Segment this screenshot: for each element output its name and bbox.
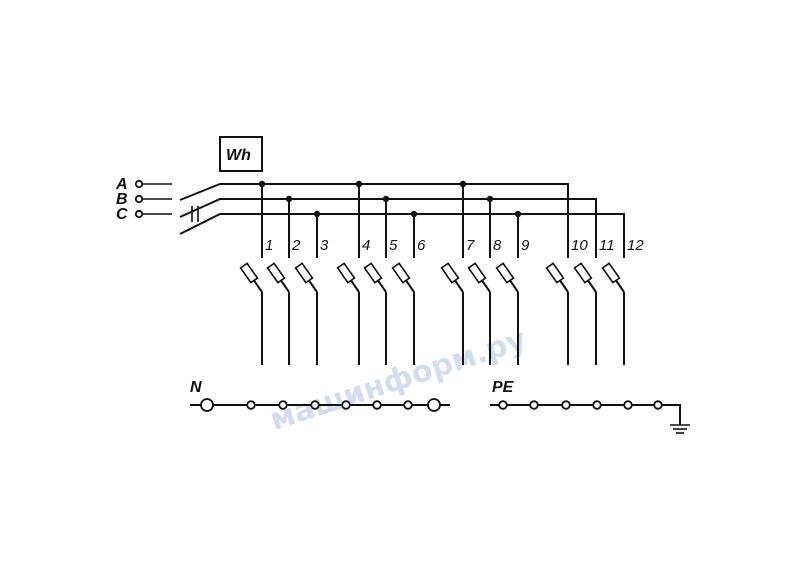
- breaker-9: [495, 262, 519, 293]
- phase-label-a: A: [115, 176, 128, 193]
- neutral-terminal: [200, 398, 214, 412]
- neutral-terminal: [372, 400, 382, 410]
- circuit-label-5: 5: [389, 237, 398, 254]
- pe-terminal: [561, 400, 571, 410]
- circuit-6: 6: [391, 210, 426, 365]
- pe-terminal: [529, 400, 539, 410]
- circuit-label-6: 6: [417, 237, 426, 254]
- circuit-3: 3: [294, 210, 329, 365]
- meter-box: Wh: [219, 136, 263, 172]
- pe-label: PE: [492, 379, 515, 396]
- breaker-1: [239, 262, 263, 293]
- circuit-label-11: 11: [599, 237, 615, 254]
- circuit-7: 7: [440, 180, 475, 365]
- breaker-4: [336, 262, 360, 293]
- circuit-4: 4: [336, 180, 370, 365]
- circuit-label-4: 4: [362, 237, 370, 254]
- pe-terminal: [623, 400, 633, 410]
- circuit-12: 12: [601, 214, 644, 365]
- phase-inputs: A B C: [115, 176, 172, 223]
- circuit-label-10: 10: [571, 237, 588, 254]
- pe-terminal: [498, 400, 508, 410]
- circuit-label-9: 9: [521, 237, 530, 254]
- circuit-label-2: 2: [291, 237, 301, 254]
- breaker-2: [266, 262, 290, 293]
- breaker-6: [391, 262, 415, 293]
- breaker-10: [545, 262, 569, 293]
- circuit-label-12: 12: [627, 237, 644, 254]
- meter-label: Wh: [226, 147, 251, 164]
- breaker-7: [440, 262, 464, 293]
- circuit-10: 10: [545, 184, 588, 365]
- circuit-1: 1: [239, 180, 273, 365]
- neutral-terminal: [310, 400, 320, 410]
- neutral-terminal: [403, 400, 413, 410]
- neutral-terminal: [341, 400, 351, 410]
- breaker-11: [573, 262, 597, 293]
- phase-buses: [179, 183, 625, 252]
- circuit-label-7: 7: [466, 237, 475, 254]
- circuit-5: 5: [363, 195, 398, 365]
- circuit-label-1: 1: [265, 237, 273, 254]
- phase-label-c: C: [116, 206, 128, 223]
- phase-label-b: B: [116, 191, 128, 208]
- breaker-5: [363, 262, 387, 293]
- circuit-label-8: 8: [493, 237, 502, 254]
- pe-terminal: [653, 400, 663, 410]
- neutral-terminal: [427, 398, 441, 412]
- circuit-9: 9: [495, 210, 530, 365]
- ground-icon: [670, 424, 690, 434]
- circuit-label-3: 3: [320, 237, 329, 254]
- breaker-12: [601, 262, 625, 293]
- pe-terminal: [592, 400, 602, 410]
- breaker-8: [467, 262, 491, 293]
- neutral-terminal: [246, 400, 256, 410]
- neutral-bus: N: [190, 379, 450, 412]
- circuit-8: 8: [467, 195, 502, 365]
- circuit-11: 11: [573, 199, 615, 365]
- pe-bus: PE: [490, 379, 690, 434]
- neutral-terminal: [278, 400, 288, 410]
- neutral-label: N: [190, 379, 202, 396]
- circuit-2: 2: [266, 195, 301, 365]
- breaker-3: [294, 262, 318, 293]
